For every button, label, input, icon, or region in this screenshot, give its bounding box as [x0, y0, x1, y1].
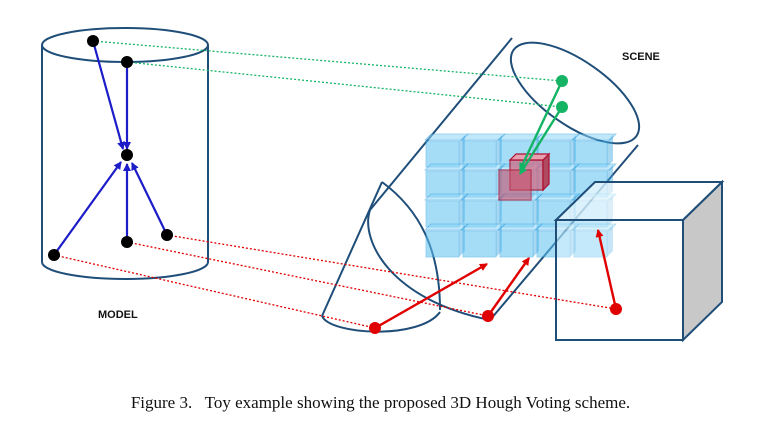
scene-point-red — [369, 322, 381, 334]
voxel — [462, 170, 497, 198]
model-label: MODEL — [98, 309, 138, 321]
voxel — [462, 200, 497, 228]
voxel — [425, 230, 460, 258]
model-point — [48, 249, 60, 261]
model-point — [121, 236, 133, 248]
model-scene-correspondence-lines — [53, 40, 617, 329]
scene-point-green — [556, 75, 568, 87]
scene-label: SCENE — [622, 51, 660, 63]
caption-text: Toy example showing the proposed 3D Houg… — [204, 393, 631, 412]
voxel — [536, 230, 571, 258]
voxel-top — [572, 163, 617, 171]
model-points — [48, 35, 173, 261]
voxel — [425, 200, 460, 228]
voxel-top — [572, 133, 617, 141]
model-point — [121, 56, 133, 68]
scene-lower-cone — [321, 181, 441, 333]
voxel — [499, 200, 534, 228]
voxel-side — [607, 135, 613, 167]
scene-point-red — [482, 310, 494, 322]
voxel — [425, 170, 460, 198]
voxel-side — [607, 225, 613, 257]
scene-points — [369, 75, 622, 334]
scene-point-green — [556, 101, 568, 113]
model-reference-point — [121, 149, 133, 161]
voxel — [499, 230, 534, 258]
figure-caption: Figure 3. Toy example showing the propos… — [0, 393, 761, 413]
scene-point-red — [610, 303, 622, 315]
scene-box — [553, 179, 725, 343]
scene-vote-vectors — [374, 80, 618, 330]
voxel — [462, 140, 497, 168]
model-vectors — [53, 40, 168, 256]
model-point — [161, 229, 173, 241]
peak-voxel — [498, 152, 551, 201]
voxel — [425, 140, 460, 168]
model-point — [87, 35, 99, 47]
scene-cone-shape — [367, 37, 641, 321]
voxel — [573, 140, 608, 168]
caption-prefix: Figure 3. — [130, 393, 193, 412]
voxel — [462, 230, 497, 258]
